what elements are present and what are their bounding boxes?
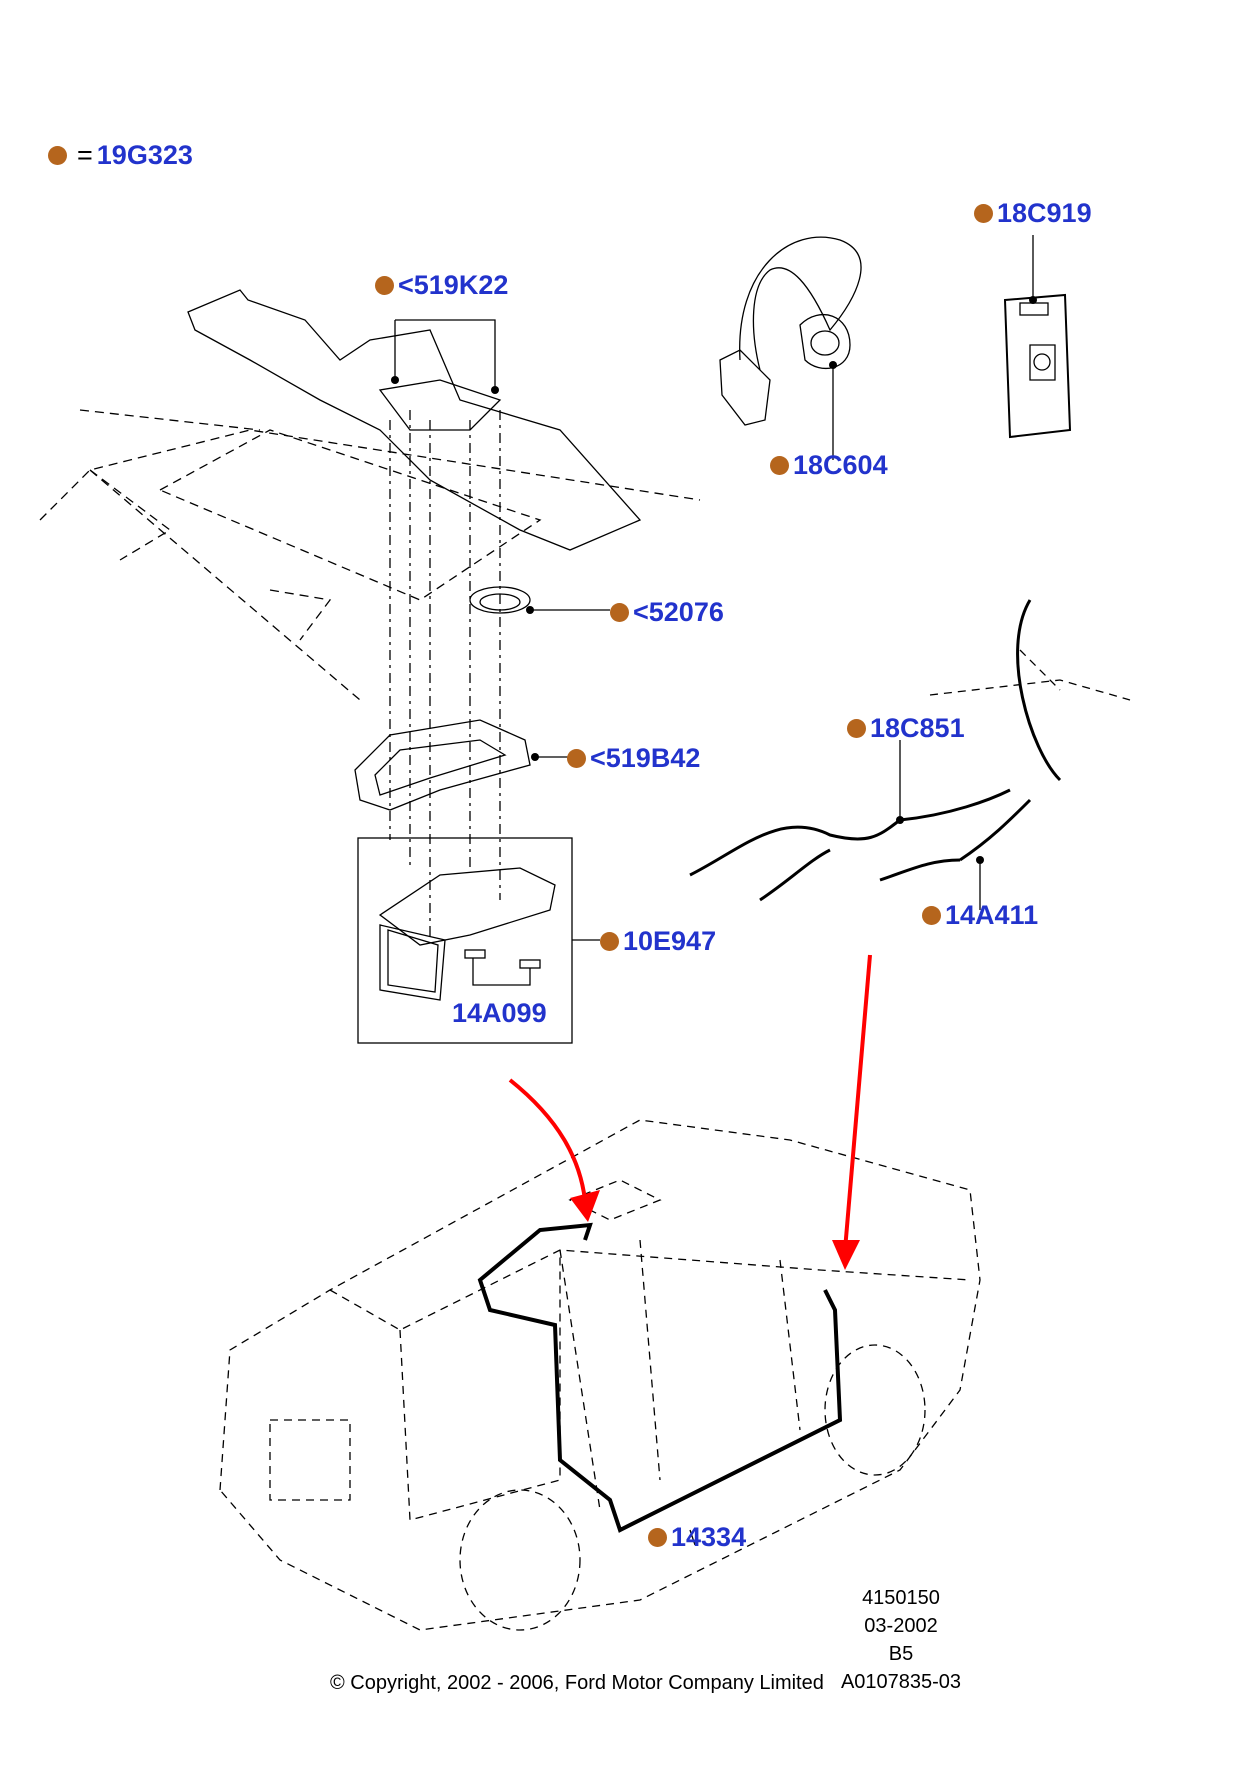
part-number: <519B42 [590,743,701,773]
part-label-14A411[interactable]: 14A411 [922,900,1038,931]
bullet-icon [922,906,941,925]
drawing-date: 03-2002 [864,1615,938,1637]
bullet-icon [375,276,394,295]
harness-18C851 [689,599,1062,902]
headphones-18C604 [739,236,862,371]
part-number: 14334 [671,1522,747,1552]
part-label-14334[interactable]: 14334 [648,1522,746,1553]
part-label-519B42[interactable]: <519B42 [567,743,700,774]
cable-14334 [477,1222,843,1533]
part-number: 18C851 [870,713,965,743]
vehicle-outline [219,1119,981,1631]
bullet-icon [600,932,619,951]
drawing-number: 4150150 [862,1587,940,1609]
part-label-10E947[interactable]: 10E947 [600,926,716,957]
remote-18C919 [1003,293,1072,439]
drawing-revision: B5 [888,1643,914,1665]
part-label-18C919[interactable]: 18C919 [974,198,1092,229]
legend-code[interactable]: 19G323 [96,140,193,170]
bullet-icon [770,456,789,475]
bracket-519K22 [187,289,642,551]
bullet-icon [610,603,629,622]
bullet-icon [567,749,586,768]
part-number: 18C919 [997,198,1092,228]
legend-equals: = [77,140,93,170]
part-label-519K22[interactable]: <519K22 [375,270,508,301]
bullet-icon [648,1528,667,1547]
part-label-18C851[interactable]: 18C851 [847,713,965,744]
part-number: 18C604 [793,450,888,480]
part-label-14A099[interactable]: 14A099 [452,998,547,1028]
part-number: 14A411 [945,900,1039,930]
drawing-metadata: 4150150 03-2002 B5 A0107835-03 [826,1584,976,1696]
part-number: 10E947 [623,926,717,956]
part-label-52076[interactable]: <52076 [610,597,724,628]
part-number: <52076 [633,597,724,627]
roof-outline [39,409,701,701]
drawing-reference: A0107835-03 [840,1671,962,1693]
ring-52076 [469,586,531,614]
bullet-icon [48,146,67,165]
monitor-10E947 [378,867,556,946]
bullet-icon [847,719,866,738]
part-number: <519K22 [398,270,509,300]
bullet-icon [974,204,993,223]
copyright-notice: © Copyright, 2002 - 2006, Ford Motor Com… [330,1672,824,1694]
part-label-18C604[interactable]: 18C604 [770,450,888,481]
legend: = 19G323 [48,140,193,171]
bezel-519B42 [354,719,531,811]
